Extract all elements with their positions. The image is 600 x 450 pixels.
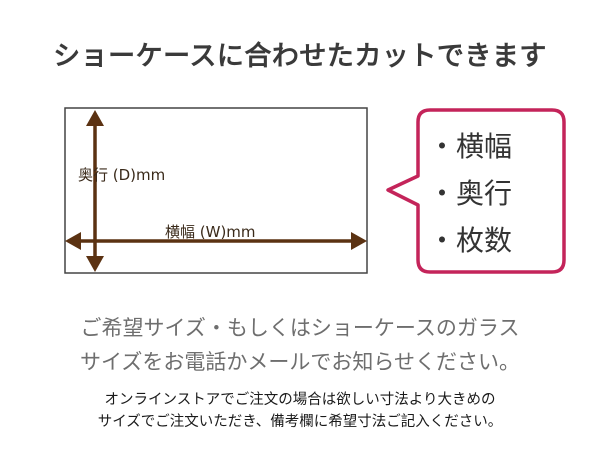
width-arrow-head-left	[65, 232, 81, 250]
width-label: 横幅 (W)mm	[165, 223, 256, 241]
callout-box	[386, 108, 566, 274]
description-line-1: ご希望サイズ・もしくはショーケースのガラス	[80, 316, 520, 340]
page-title: ショーケースに合わせたカットできます	[53, 41, 547, 72]
callout-item-depth: ・奥行	[428, 177, 513, 210]
note-line-1: オンラインストアでご注文の場合は欲しい寸法より大きめの	[104, 392, 496, 408]
glass-panel-outline	[64, 107, 368, 274]
callout-item-quantity: ・枚数	[428, 224, 513, 257]
note-line-2: サイズでご注文いただき、備考欄に希望寸法ご記入ください。	[97, 414, 503, 430]
description-line-2: サイズをお電話かメールでお知らせください。	[80, 350, 520, 374]
width-arrow-head-right	[351, 232, 367, 250]
callout-list: ・横幅 ・奥行 ・枚数	[428, 123, 558, 264]
depth-arrow-head-top	[86, 110, 104, 126]
callout-item-width: ・横幅	[428, 130, 513, 163]
depth-arrow-head-bottom	[86, 256, 104, 272]
depth-label: 奥行 (D)mm	[78, 166, 166, 184]
